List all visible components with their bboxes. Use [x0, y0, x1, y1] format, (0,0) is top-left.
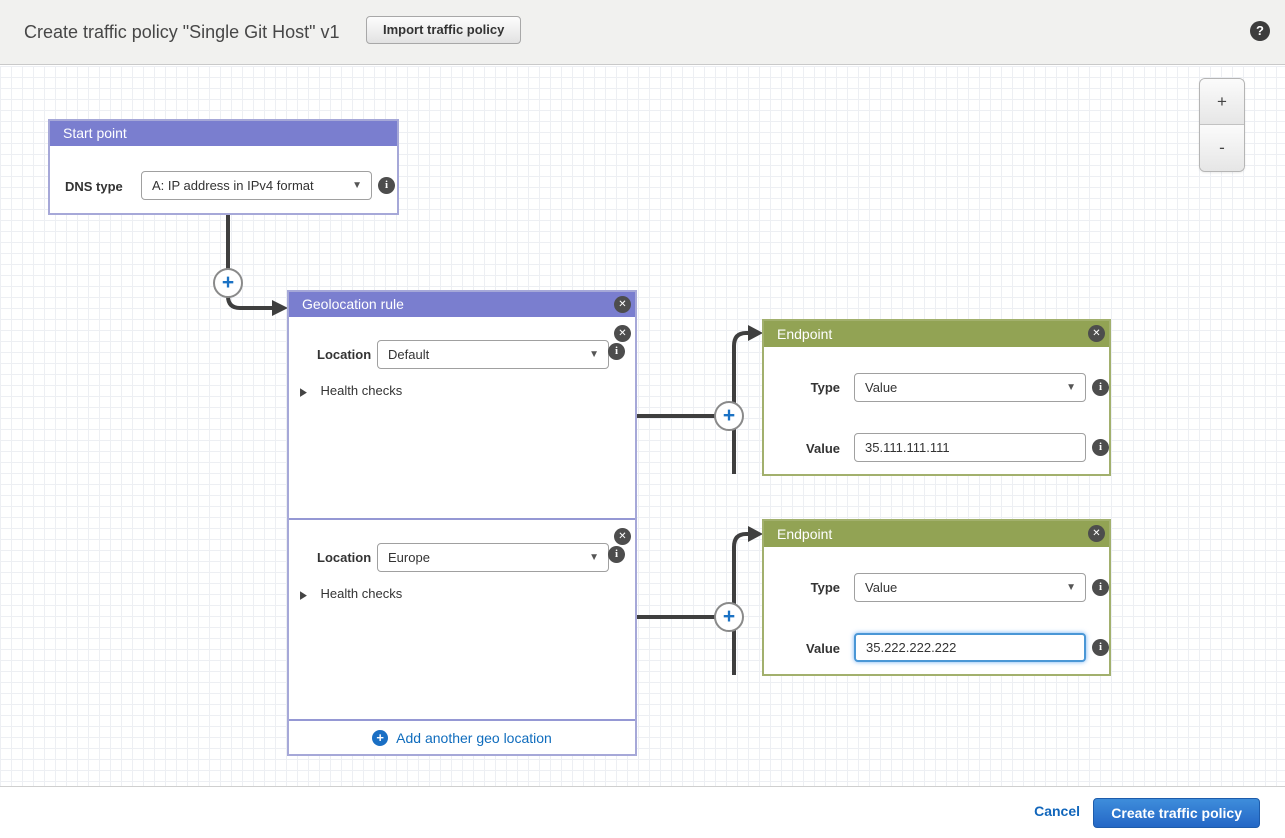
start-point-header: Start point	[50, 121, 397, 146]
start-point-node: Start point DNS type A: IP address in IP…	[48, 119, 399, 215]
endpoint-type-dropdown[interactable]: Value ▼	[854, 573, 1086, 602]
add-branch-plus-icon[interactable]: +	[714, 602, 744, 632]
value-label: Value	[806, 641, 840, 656]
info-icon[interactable]: i	[1092, 639, 1109, 656]
info-icon[interactable]: i	[1092, 439, 1109, 456]
health-checks-toggle[interactable]: ▶ Health checks	[300, 586, 403, 602]
endpoint-header: Endpoint ✕	[764, 521, 1109, 547]
info-icon[interactable]: i	[608, 546, 625, 563]
connector-lines	[226, 215, 763, 675]
chevron-right-icon: ▶	[300, 385, 307, 399]
location-label: Location	[317, 347, 372, 362]
location-dropdown[interactable]: Default ▼	[377, 340, 609, 369]
geo-rule-section-europe: ✕ Location Europe ▼ i ▶ Health checks	[289, 520, 635, 719]
info-icon[interactable]: i	[1092, 379, 1109, 396]
help-icon[interactable]: ?	[1250, 21, 1270, 41]
add-another-geo-location-link[interactable]: + Add another geo location	[289, 721, 635, 755]
dns-type-dropdown[interactable]: A: IP address in IPv4 format ▼	[141, 171, 372, 200]
close-icon[interactable]: ✕	[614, 528, 631, 545]
info-icon[interactable]: i	[608, 343, 625, 360]
close-icon[interactable]: ✕	[614, 325, 631, 342]
policy-editor-canvas: + + + + - Start point DNS type A: IP add…	[0, 66, 1285, 786]
create-traffic-policy-button[interactable]: Create traffic policy	[1093, 798, 1260, 828]
zoom-out-button[interactable]: -	[1200, 125, 1244, 171]
add-branch-plus-icon[interactable]: +	[213, 268, 243, 298]
value-label: Value	[806, 441, 840, 456]
endpoint-value-input[interactable]	[854, 433, 1086, 462]
geolocation-rule-node: Geolocation rule ✕ ✕ Location Default ▼ …	[287, 290, 637, 756]
close-icon[interactable]: ✕	[1088, 525, 1105, 542]
endpoint-node: Endpoint ✕ Type Value ▼ i Value i	[762, 519, 1111, 676]
chevron-down-icon: ▼	[1066, 582, 1076, 593]
endpoint-header: Endpoint ✕	[764, 321, 1109, 347]
geo-rule-section-default: ✕ Location Default ▼ i ▶ Health checks	[289, 317, 635, 518]
endpoint-value-input-focused[interactable]	[854, 633, 1086, 662]
info-icon[interactable]: i	[1092, 579, 1109, 596]
dns-type-label: DNS type	[65, 179, 123, 194]
cancel-button[interactable]: Cancel	[1034, 803, 1080, 819]
add-branch-plus-icon[interactable]: +	[714, 401, 744, 431]
type-label: Type	[810, 380, 840, 395]
canvas-zoom-control: + -	[1199, 78, 1245, 172]
close-icon[interactable]: ✕	[614, 296, 631, 313]
plus-icon: +	[372, 730, 389, 746]
chevron-down-icon: ▼	[589, 349, 599, 360]
endpoint-type-dropdown[interactable]: Value ▼	[854, 373, 1086, 402]
page-header: Create traffic policy "Single Git Host" …	[0, 0, 1285, 65]
chevron-down-icon: ▼	[1066, 382, 1076, 393]
chevron-right-icon: ▶	[300, 588, 307, 602]
section-divider	[289, 719, 635, 721]
chevron-down-icon: ▼	[589, 552, 599, 563]
geolocation-rule-header: Geolocation rule ✕	[289, 292, 635, 317]
close-icon[interactable]: ✕	[1088, 325, 1105, 342]
page-title: Create traffic policy "Single Git Host" …	[24, 22, 340, 42]
action-footer: Cancel Create traffic policy	[0, 786, 1285, 838]
zoom-in-button[interactable]: +	[1200, 79, 1244, 125]
location-label: Location	[317, 550, 372, 565]
info-icon[interactable]: i	[378, 177, 395, 194]
chevron-down-icon: ▼	[352, 180, 362, 191]
section-divider	[289, 518, 635, 520]
import-traffic-policy-button[interactable]: Import traffic policy	[366, 16, 522, 44]
type-label: Type	[810, 580, 840, 595]
health-checks-toggle[interactable]: ▶ Health checks	[300, 383, 403, 399]
location-dropdown[interactable]: Europe ▼	[377, 543, 609, 572]
endpoint-node: Endpoint ✕ Type Value ▼ i Value i	[762, 319, 1111, 476]
